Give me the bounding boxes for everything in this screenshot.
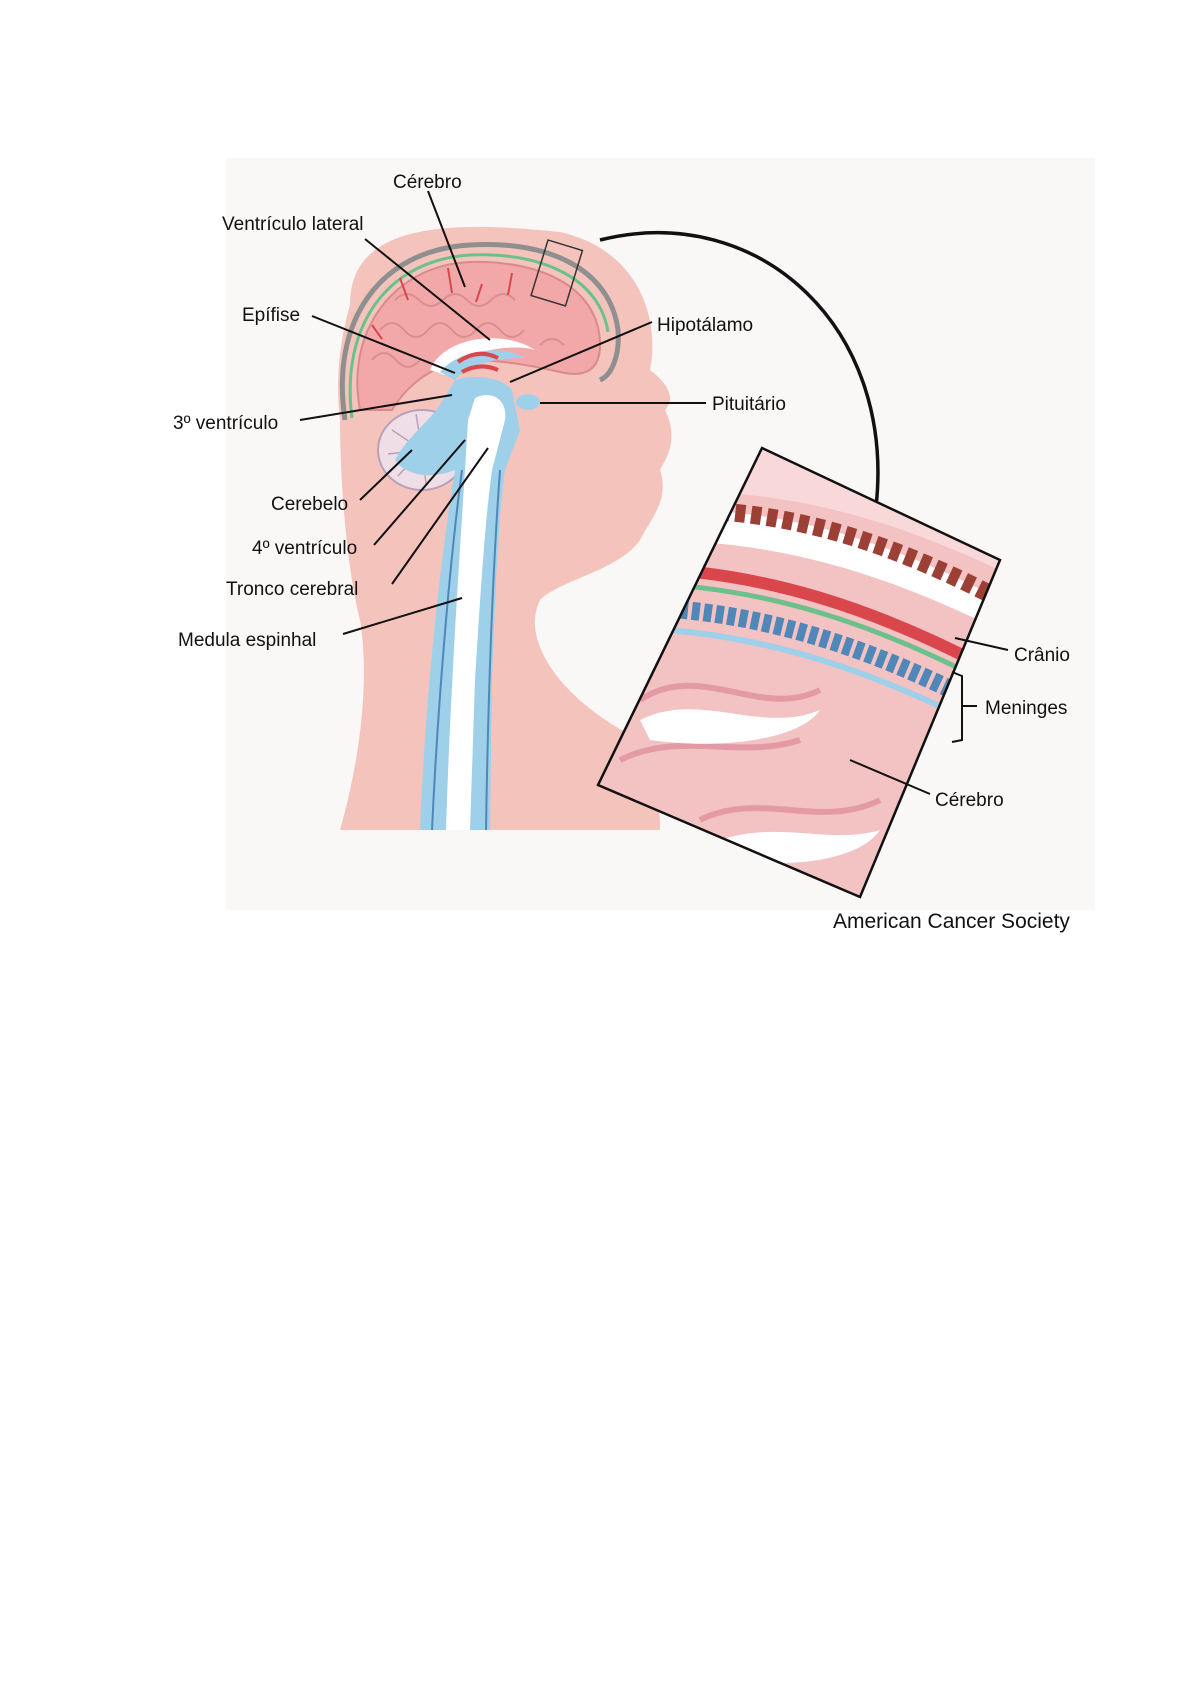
label-quarto-ventriculo: 4º ventrículo: [252, 538, 357, 559]
label-meninges: Meninges: [985, 698, 1067, 719]
label-cerebro-inset: Cérebro: [935, 790, 1004, 811]
label-cerebro: Cérebro: [393, 172, 462, 193]
label-pituitario: Pituitário: [712, 394, 786, 415]
label-ventriculo-lateral: Ventrículo lateral: [222, 214, 364, 235]
label-epifise: Epífise: [242, 305, 300, 326]
credit-american-cancer-society: American Cancer Society: [833, 910, 1070, 933]
label-cerebelo: Cerebelo: [271, 494, 348, 515]
label-tronco-cerebral: Tronco cerebral: [226, 579, 358, 600]
label-terceiro-ventriculo: 3º ventrículo: [173, 413, 278, 434]
label-cranio: Crânio: [1014, 645, 1070, 666]
label-hipotalamo: Hipotálamo: [657, 315, 753, 336]
label-medula-espinhal: Medula espinhal: [178, 630, 316, 651]
pituitary-shape: [516, 394, 540, 410]
